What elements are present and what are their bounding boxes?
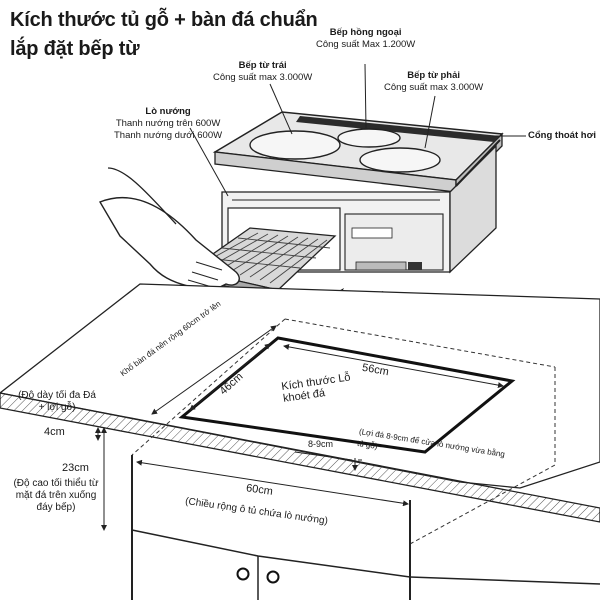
- height-note: (Độ cao tối thiểu từ mặt đá trên xuống đ…: [13, 478, 99, 513]
- infrared-hob-spec: Công suất Max 1.200W: [316, 39, 416, 50]
- callout-oven: Lò nướng Thanh nướng trên 600W Thanh nướ…: [114, 106, 222, 142]
- cooktop-unit: [212, 111, 504, 274]
- right-hob-name: Bếp từ phải: [407, 70, 461, 81]
- gap-value: 8-9cm: [308, 439, 334, 449]
- cabinet-knob-right: [266, 570, 280, 584]
- oven-name: Lò nướng: [145, 106, 191, 117]
- stone-thickness-note: (Độ dày tối đa Đá + lợi gỗ): [18, 390, 96, 413]
- cabinet: [131, 455, 600, 600]
- stone-thickness-value: 4cm: [44, 426, 65, 438]
- hand-illustration: [98, 167, 240, 294]
- infrared-zone: [337, 128, 401, 148]
- infrared-hob-name: Bếp hồng ngoại: [329, 27, 402, 38]
- title-line-2: lắp đặt bếp từ: [10, 38, 140, 60]
- left-hob-zone: [249, 130, 341, 160]
- callout-infrared-hob: Bếp hồng ngoại Công suất Max 1.200W: [316, 27, 415, 51]
- title-line-1: Kích thước tủ gỗ + bàn đá chuẩn: [10, 9, 318, 31]
- right-hob-spec: Công suất max 3.000W: [384, 82, 484, 93]
- callout-left-hob: Bếp từ trái Công suất max 3.000W: [213, 60, 312, 84]
- callout-vent: Cổng thoát hơi: [528, 130, 596, 142]
- left-hob-spec: Công suất max 3.000W: [213, 72, 313, 83]
- page-title: Kích thước tủ gỗ + bàn đá chuẩn lắp đặt …: [10, 6, 318, 64]
- right-hob-zone: [359, 147, 441, 173]
- cabinet-knob-left: [236, 567, 250, 581]
- height-value: 23cm: [62, 462, 89, 474]
- vent-name: Cổng thoát hơi: [528, 130, 596, 141]
- left-hob-name: Bếp từ trái: [238, 60, 287, 71]
- callout-right-hob: Bếp từ phải Công suất max 3.000W: [384, 70, 483, 94]
- oven-spec-lower: Thanh nướng dưới 600W: [114, 130, 223, 141]
- oven-spec-upper: Thanh nướng trên 600W: [115, 118, 221, 129]
